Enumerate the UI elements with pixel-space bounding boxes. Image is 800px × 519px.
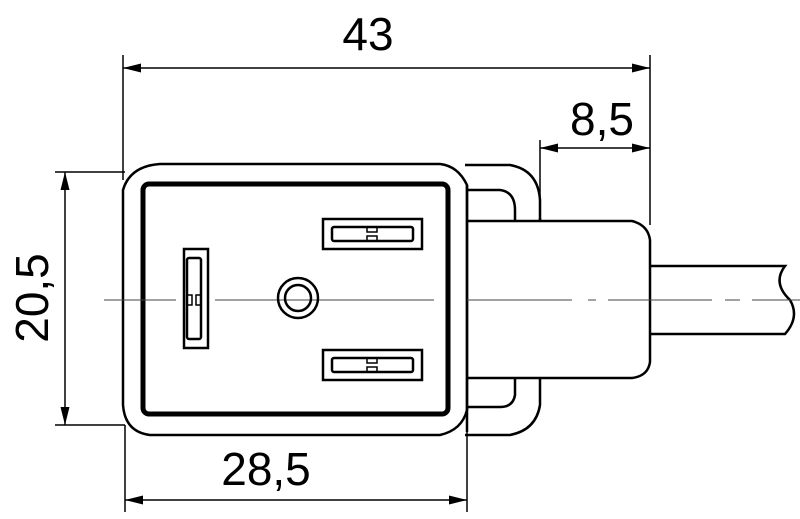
dimension-label-28-5: 28,5 — [221, 443, 311, 495]
dimension-43: 43 — [123, 8, 650, 73]
dimension-label-8-5: 8,5 — [570, 93, 634, 145]
dimension-28-5: 28,5 — [125, 443, 467, 505]
center-screw-hole — [276, 276, 320, 320]
dimension-label-43: 43 — [342, 8, 393, 60]
dimension-20-5: 20,5 — [6, 172, 70, 425]
pin-top — [321, 217, 424, 251]
cable-housing — [467, 218, 652, 380]
pin-bottom — [321, 348, 424, 382]
dimension-label-20-5: 20,5 — [6, 253, 58, 343]
dimension-8-5: 8,5 — [540, 93, 650, 153]
connector-body — [121, 162, 469, 437]
pin-left-ground — [182, 247, 210, 350]
